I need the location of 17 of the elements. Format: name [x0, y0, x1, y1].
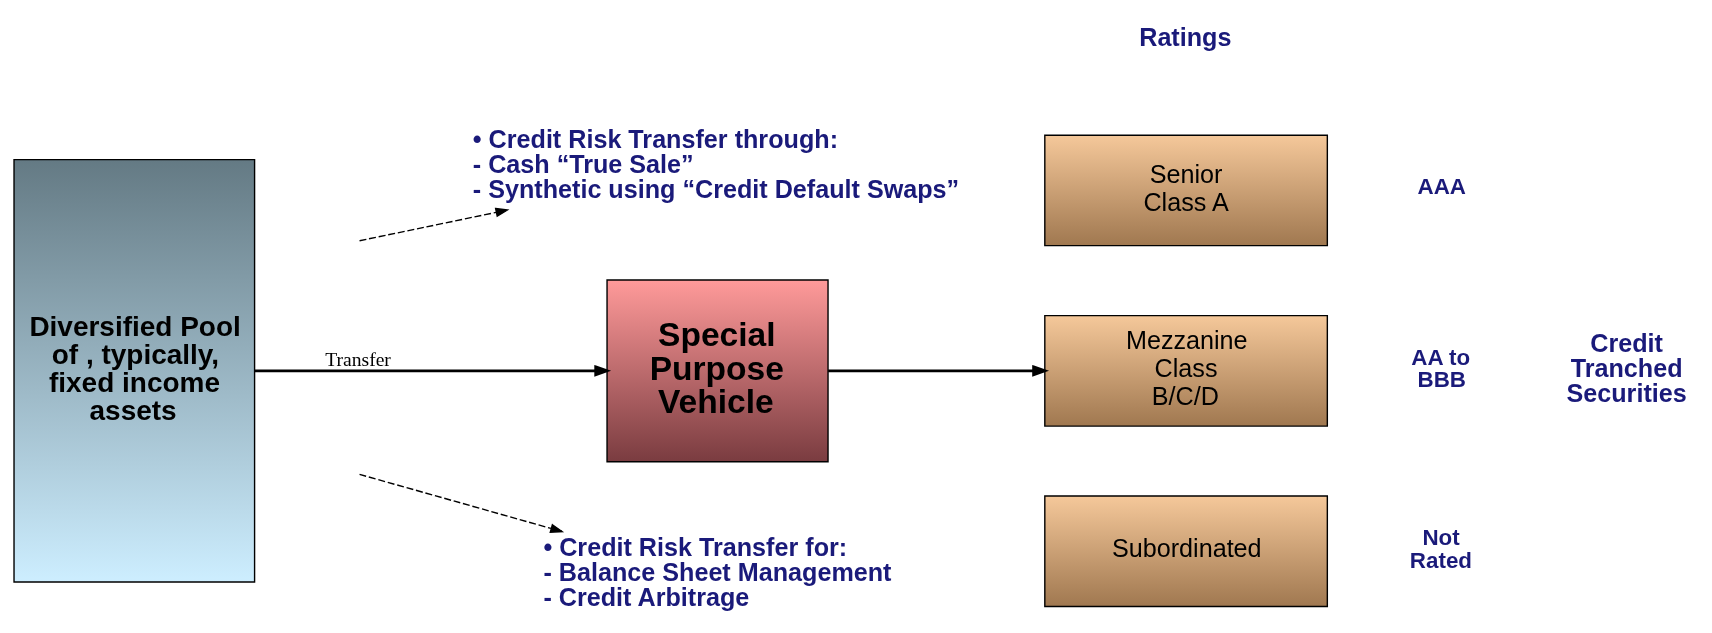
node-box: Special Purpose Vehicle: [606, 278, 829, 462]
label: Credit Tranched Securities: [1566, 328, 1687, 407]
node-box: Senior Class A: [1044, 134, 1329, 246]
node-label: AA to BBB: [1411, 344, 1471, 392]
node-label: AAA: [1417, 173, 1466, 199]
arrow: [358, 207, 510, 241]
node-box: Diversified Pool of , typically, fixed income assets: [13, 158, 256, 583]
arrow: [358, 473, 565, 533]
node-label: Not Rated: [1409, 524, 1472, 573]
node-text: • Credit Risk Transfer through: - Cash “True Sale” - Synthetic using “Credit Default Swaps”: [472, 124, 960, 203]
node-box: Mezzanine Class B/C/D: [1044, 314, 1329, 427]
node-box: Subordinated: [1044, 494, 1329, 607]
node-text: • Credit Risk Transfer for: - Balance Sheet Management - Credit Arbitrage: [543, 532, 892, 611]
label: Ratings: [1139, 22, 1232, 51]
edge-label: Transfer: [325, 348, 391, 370]
arrow: [828, 364, 1050, 377]
arrow: [254, 364, 612, 377]
